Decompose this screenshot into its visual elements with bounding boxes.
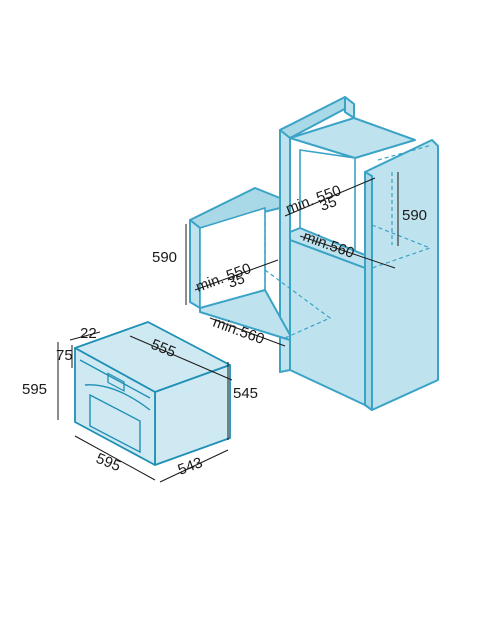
tall-cabinet-lower-body [289,239,366,406]
tall-cabinet-back-edge [344,96,355,119]
oven-panel-label: 22 [80,325,97,342]
low-height-label: 590 [152,249,177,266]
tall-cabinet-side-edge [364,171,373,411]
tall-gap-label: 35 [318,193,339,215]
oven-door-handle [84,384,151,411]
dimension-lines [57,172,399,483]
oven-width-label: 595 [94,450,124,475]
tall-height-label: 590 [402,207,427,224]
low-cabinet-floor [199,289,291,341]
tall-cabinet-top-shelf [289,117,416,159]
oven [74,321,231,466]
low-cabinet-dashed-floor [264,269,332,339]
tall-cabinet-lower-shelf [289,227,366,269]
low-gap-label: 35 [226,270,247,292]
oven-door-window [89,393,141,454]
tall-cabinet [279,96,439,411]
oven-trim-label: 75 [56,347,73,364]
oven-front [74,347,156,466]
low-cabinet [189,187,332,341]
oven-depth-body-label: 543 [176,454,205,479]
tall-cabinet-side-panel [364,139,439,411]
oven-control-strip-top [79,359,151,399]
oven-height-front-label: 595 [22,381,47,398]
tall-cabinet-dashed-top [377,144,433,161]
oven-display-icon [107,372,125,392]
oven-height-body-label: 545 [233,385,258,402]
